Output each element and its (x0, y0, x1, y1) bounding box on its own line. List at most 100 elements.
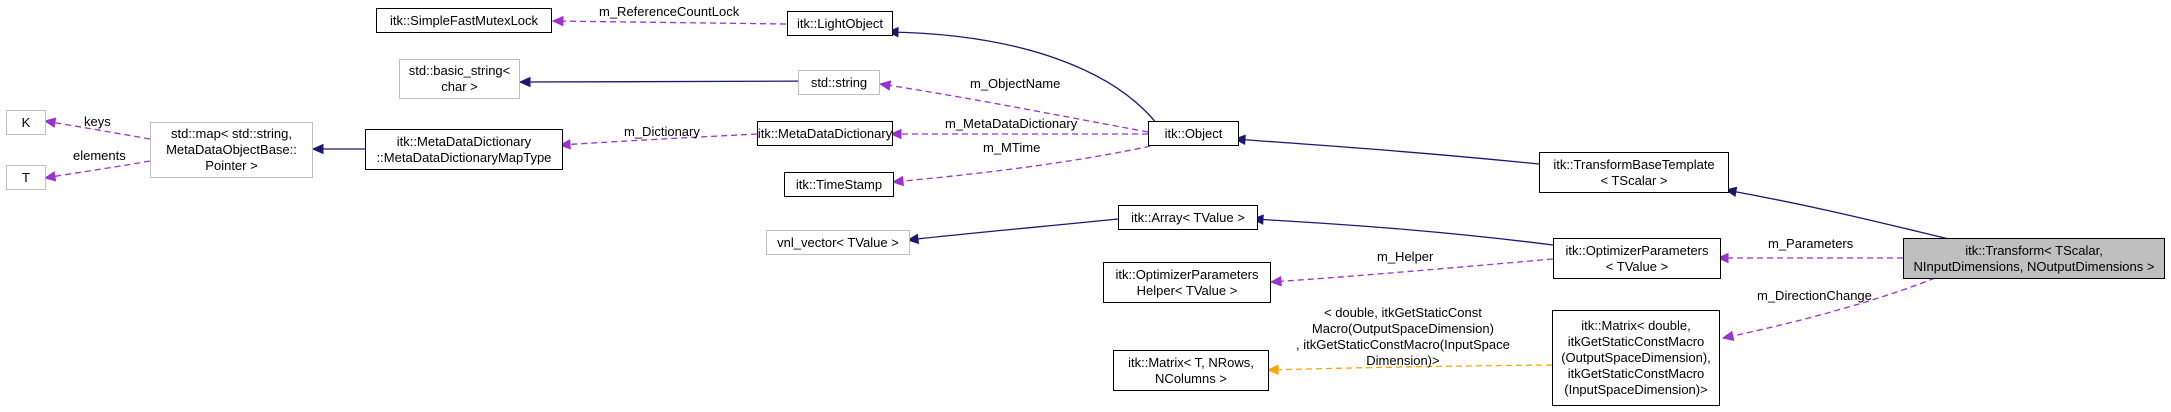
label-directionchange-line-0: m_DirectionChange (1757, 288, 1872, 303)
label-metadatadictionary: m_MetaDataDictionary (945, 116, 1077, 132)
node-array[interactable]: itk::Array< TValue > (1118, 205, 1258, 230)
label-parameters: m_Parameters (1768, 236, 1853, 252)
label-helper-line-0: m_Helper (1377, 249, 1434, 264)
label-keys: keys (84, 114, 111, 130)
label-keys-line-0: keys (84, 114, 111, 129)
node-std-basic-string-line-1: char > (441, 79, 478, 94)
edge-t-usage (44, 160, 151, 179)
node-t[interactable]: T (6, 165, 46, 190)
label-dictionary-line-0: m_Dictionary (624, 124, 700, 139)
edge-mtime-usage (892, 143, 1161, 183)
node-k-line-0: K (21, 114, 31, 130)
edge-tbt-to-transform (1725, 189, 1954, 241)
label-template-args-line-3: Dimension)> (1366, 353, 1440, 368)
edge-object-to-tbt (1234, 138, 1540, 165)
node-array-line-0: itk::Array< TValue > (1131, 209, 1245, 225)
edge-vnl-to-array (907, 218, 1119, 241)
edge-template-instance-arrowhead (1266, 364, 1279, 375)
edge-k-usage (44, 120, 151, 140)
node-transform-line-1: NInputDimensions, NOutputDimensions > (1913, 258, 2155, 274)
edge-template-instance (1267, 364, 1553, 371)
edge-lightobject-to-object (887, 31, 1164, 133)
node-matrix-t[interactable]: itk::Matrix< T, NRows,NColumns > (1113, 350, 1269, 391)
edge-object-to-tbt-arrowhead (1233, 134, 1246, 146)
node-lightobject[interactable]: itk::LightObject (787, 11, 893, 36)
label-objectname: m_ObjectName (970, 76, 1060, 92)
edge-direction-usage-arrowhead (1721, 330, 1735, 342)
edge-array-to-optparams (1252, 218, 1554, 246)
diagram-edges (43, 15, 1954, 375)
label-parameters-line-0: m_Parameters (1768, 236, 1854, 251)
edge-string-usage (879, 83, 1149, 133)
node-optimizerparameters-line-1: < TValue > (1605, 258, 1669, 274)
node-transform-line-0: itk::Transform< TScalar, (1965, 242, 2103, 258)
edge-direction-usage (1722, 277, 1936, 339)
label-helper: m_Helper (1377, 249, 1433, 265)
edge-dictionary-usage (559, 133, 758, 146)
label-referencecountlock-line-0: m_ReferenceCountLock (599, 4, 740, 19)
edge-helper-usage-arrowhead (1269, 276, 1282, 287)
node-optimizerparametershelper-line-0: itk::OptimizerParameters (1115, 266, 1259, 282)
node-std-string-line-0: std::string (810, 74, 868, 90)
node-transformbasetemplate-line-1: < TScalar > (1600, 172, 1668, 188)
label-elements: elements (73, 148, 126, 164)
edge-mtime-usage-arrowhead (891, 175, 904, 187)
edge-basic-string-to-string (519, 80, 839, 83)
label-template-args-line-0: < double, itkGetStaticConst (1323, 305, 1482, 320)
label-metadatadictionary-line-0: m_MetaDataDictionary (945, 116, 1078, 131)
edge-mdd-usage-arrowhead (889, 128, 902, 140)
label-template-args-line-2: , itkGetStaticConstMacro(InputSpace (1296, 337, 1510, 352)
node-metadatadictionarymaptype-line-1: ::MetaDataDictionaryMapType (376, 149, 552, 165)
node-optimizerparametershelper-line-1: Helper< TValue > (1136, 282, 1238, 298)
edge-mutex-usage-arrowhead (551, 15, 564, 27)
edge-params-usage-arrowhead (1716, 252, 1729, 264)
node-simplefastmutexlock[interactable]: itk::SimpleFastMutexLock (376, 8, 552, 33)
node-t-line-0: T (22, 169, 30, 185)
node-matrix-double[interactable]: itk::Matrix< double,itkGetStaticConstMac… (1552, 310, 1720, 406)
node-vnl-vector-line-0: vnl_vector< TValue > (777, 234, 899, 250)
node-std-map-line-1: MetaDataObjectBase:: (166, 142, 297, 157)
node-object[interactable]: itk::Object (1148, 121, 1239, 146)
node-matrix-double-line-2: (OutputSpaceDimension), (1561, 350, 1711, 365)
edge-mutex-usage (552, 20, 787, 25)
label-dictionary: m_Dictionary (624, 124, 700, 140)
node-std-map-line-0: std::map< std::string, (170, 126, 293, 141)
node-transformbasetemplate-line-0: itk::TransformBaseTemplate (1553, 156, 1715, 172)
node-object-line-0: itk::Object (1164, 125, 1223, 141)
node-optimizerparameters-line-0: itk::OptimizerParameters (1565, 242, 1709, 258)
node-matrix-double-line-1: itkGetStaticConstMacro (1567, 334, 1705, 349)
node-std-map[interactable]: std::map< std::string,MetaDataObjectBase… (150, 122, 313, 178)
node-timestamp-line-0: itk::TimeStamp (795, 176, 883, 192)
node-simplefastmutexlock-line-0: itk::SimpleFastMutexLock (389, 12, 539, 28)
node-std-basic-string-line-0: std::basic_string< (408, 63, 511, 78)
node-transform[interactable]: itk::Transform< TScalar,NInputDimensions… (1903, 238, 2165, 279)
node-std-basic-string[interactable]: std::basic_string<char > (399, 59, 520, 99)
label-objectname-line-0: m_ObjectName (970, 76, 1061, 91)
edge-dictionary-usage-arrowhead (558, 139, 571, 150)
node-optimizerparameters[interactable]: itk::OptimizerParameters< TValue > (1553, 238, 1721, 279)
edge-k-usage-arrowhead (43, 117, 57, 128)
node-timestamp[interactable]: itk::TimeStamp (784, 172, 894, 197)
node-matrix-t-line-0: itk::Matrix< T, NRows, (1128, 354, 1254, 370)
node-matrix-double-line-0: itk::Matrix< double, (1581, 318, 1691, 333)
label-elements-line-0: elements (73, 148, 126, 163)
node-transformbasetemplate[interactable]: itk::TransformBaseTemplate< TScalar > (1539, 152, 1729, 193)
node-std-map-line-2: Pointer > (205, 158, 258, 173)
edge-t-usage-arrowhead (43, 171, 57, 182)
node-vnl-vector[interactable]: vnl_vector< TValue > (766, 230, 910, 255)
node-metadatadictionarymaptype[interactable]: itk::MetaDataDictionary::MetaDataDiction… (365, 129, 563, 170)
label-mtime-line-0: m_MTime (983, 140, 1041, 155)
node-k[interactable]: K (6, 110, 46, 135)
node-matrix-double-line-4: (InputSpaceDimension)> (1564, 382, 1708, 397)
edge-basic-string-to-string-arrowhead (518, 76, 531, 88)
label-mtime: m_MTime (983, 140, 1040, 156)
node-matrix-double-line-3: itkGetStaticConstMacro (1567, 366, 1705, 381)
node-metadatadictionary-line-0: itk::MetaDataDictionary (757, 125, 893, 141)
node-metadatadictionary[interactable]: itk::MetaDataDictionary (757, 121, 893, 146)
node-std-string[interactable]: std::string (798, 70, 880, 95)
edge-map-to-mddmt-arrowhead (311, 143, 324, 155)
node-matrix-t-line-1: NColumns > (1155, 370, 1227, 386)
